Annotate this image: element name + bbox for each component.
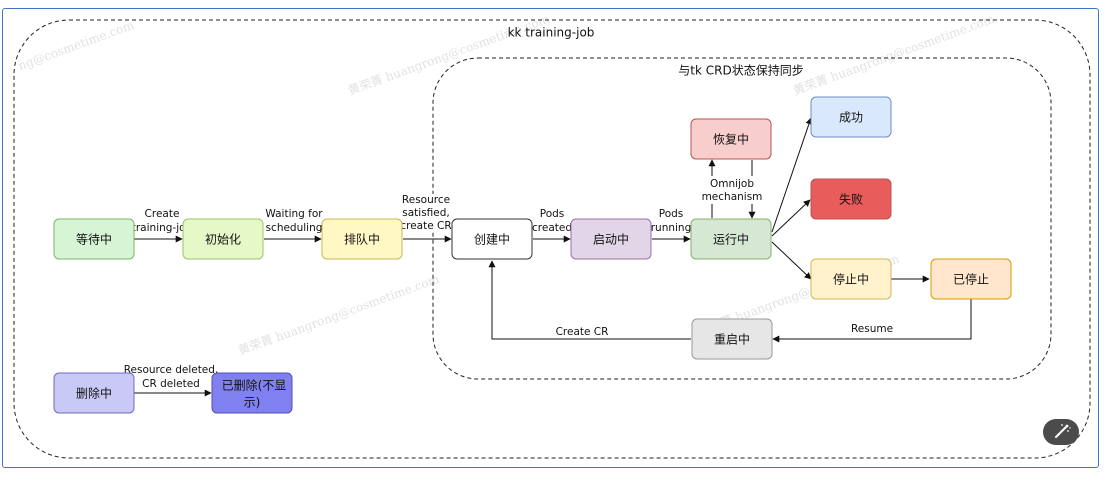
edge-stopped-restart [772, 299, 972, 343]
edge-label-create: Create [145, 208, 180, 220]
edge-run-stopping [771, 241, 812, 280]
edge-label-create-cr-2: Create CR [556, 326, 609, 338]
node-recovering-label: 恢复中 [713, 132, 749, 147]
node-restarting: 重启中 [691, 318, 773, 360]
edge-label-scheduling: scheduling [266, 222, 323, 234]
svg-text:黄荣菁 huangrong@cosmetime.com: 黄荣菁 huangrong@cosmetime.com [791, 12, 997, 98]
node-success-label: 成功 [839, 111, 863, 125]
node-deleting-label: 删除中 [76, 386, 112, 401]
inner-group-box [432, 57, 1052, 380]
diagram-frame [2, 8, 1099, 468]
edge-label-pods-2: Pods [659, 208, 684, 220]
edge-label-pods: Pods [540, 208, 565, 220]
outer-group-box [13, 19, 1091, 459]
svg-text:ng@cosmetime.com: ng@cosmetime.com [16, 18, 136, 73]
edge-label-created: created [532, 222, 572, 234]
node-stopping-label: 停止中 [833, 272, 869, 287]
edge-restart-create [488, 260, 691, 340]
node-queuing-label: 排队中 [344, 232, 380, 247]
outer-group-label: kk training-job [508, 26, 595, 40]
node-failed: 失败 [810, 178, 892, 220]
node-restarting-label: 重启中 [714, 332, 750, 347]
edge-label-waiting-for: Waiting for [265, 208, 323, 220]
edge-label-cr-deleted: CR deleted [142, 378, 200, 390]
edge-label-omnijob: Omnijob [710, 178, 754, 190]
node-creating-label: 创建中 [474, 232, 510, 247]
edge-label-mechanism: mechanism [702, 191, 763, 203]
svg-text:黄荣菁 huangrong@cosmetime.com: 黄荣菁 huangrong@cosmetime.com [236, 272, 442, 358]
node-starting-label: 启动中 [593, 232, 629, 247]
magic-wand-icon [1055, 424, 1071, 438]
node-deleted-label-line2: 示) [244, 396, 261, 410]
node-deleting: 删除中 [53, 372, 135, 414]
node-initializing-label: 初始化 [205, 233, 241, 247]
node-recovering: 恢复中 [690, 118, 772, 160]
node-initializing: 初始化 [182, 218, 264, 260]
edge-run-failed [771, 199, 811, 237]
edge-label-satisfied: satisfied, [402, 207, 450, 219]
node-running-label: 运行中 [713, 232, 749, 247]
node-running: 运行中 [690, 218, 772, 260]
node-deleted-label-line1: 已删除(不显 [222, 378, 287, 393]
edge-label-resource-deleted: Resource deleted, [124, 364, 219, 376]
edge-label-training-job: training-job [132, 222, 193, 234]
node-stopping: 停止中 [810, 258, 892, 300]
node-failed-label: 失败 [839, 192, 863, 207]
node-stopped: 已停止 [930, 258, 1012, 300]
magic-wand-button[interactable] [1043, 419, 1079, 445]
edge-label-resource: Resource [402, 194, 450, 206]
node-creating: 创建中 [451, 218, 533, 260]
node-starting: 启动中 [570, 218, 652, 260]
edge-label-running: running [651, 222, 692, 234]
node-waiting-label: 等待中 [76, 232, 112, 247]
edge-run-success [771, 117, 813, 233]
svg-text:黄荣菁 huangrong@cosmetime.com: 黄荣菁 huangrong@cosmetime.com [346, 12, 552, 98]
node-deleted: 已删除(不显 示) [211, 372, 293, 414]
node-stopped-label: 已停止 [953, 272, 989, 287]
edge-labels: Create training-job Waiting for scheduli… [124, 176, 893, 390]
node-success: 成功 [810, 96, 892, 138]
node-queuing: 排队中 [321, 218, 403, 260]
edge-label-create-cr: create CR [400, 220, 451, 232]
inner-group-label: 与tk CRD状态保持同步 [678, 63, 803, 78]
node-waiting: 等待中 [53, 218, 135, 260]
edge-label-resume: Resume [851, 323, 893, 335]
